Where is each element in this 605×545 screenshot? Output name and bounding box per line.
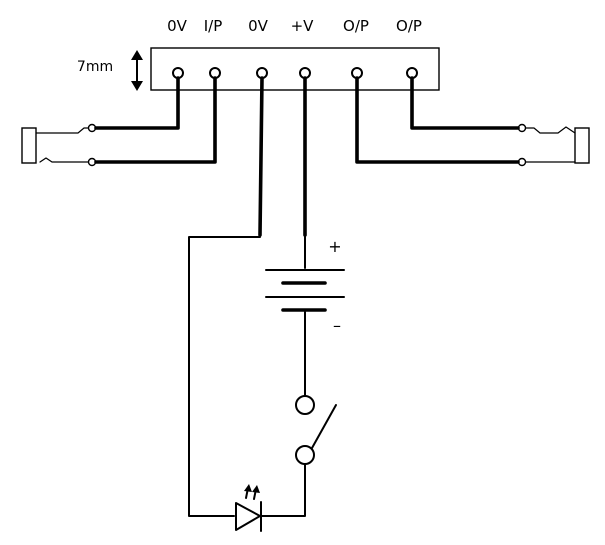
dimension-label: 7mm [77,59,113,75]
terminal-label-output-left: O/P [343,17,369,35]
terminal-label-0v-left: 0V [167,17,188,35]
audio-jack-icon [517,123,590,167]
wire-ground-loop [188,236,261,517]
terminal-label-output-right: O/P [396,17,422,35]
terminal-screws [172,67,418,79]
audio-jack-icon [21,123,97,167]
wire-left-ground [94,76,180,130]
wire-ground-down [258,76,264,237]
battery-cell-icon [265,269,345,312]
terminal-label-0v-center: 0V [248,17,269,35]
wire-switch-to-led [261,463,306,517]
wire-left-input [94,76,217,164]
spst-switch-icon [295,395,337,465]
terminal-label-positive: +V [291,17,315,35]
terminal-label-input: I/P [204,17,223,35]
terminal-block [150,47,440,91]
battery-minus-sign: – [333,316,341,335]
wire-right-output-1 [410,76,520,130]
double-arrow-vertical-icon [131,50,143,91]
led-icon [235,484,262,532]
battery-plus-sign: + [328,237,341,256]
wire-right-output-2 [355,76,520,164]
